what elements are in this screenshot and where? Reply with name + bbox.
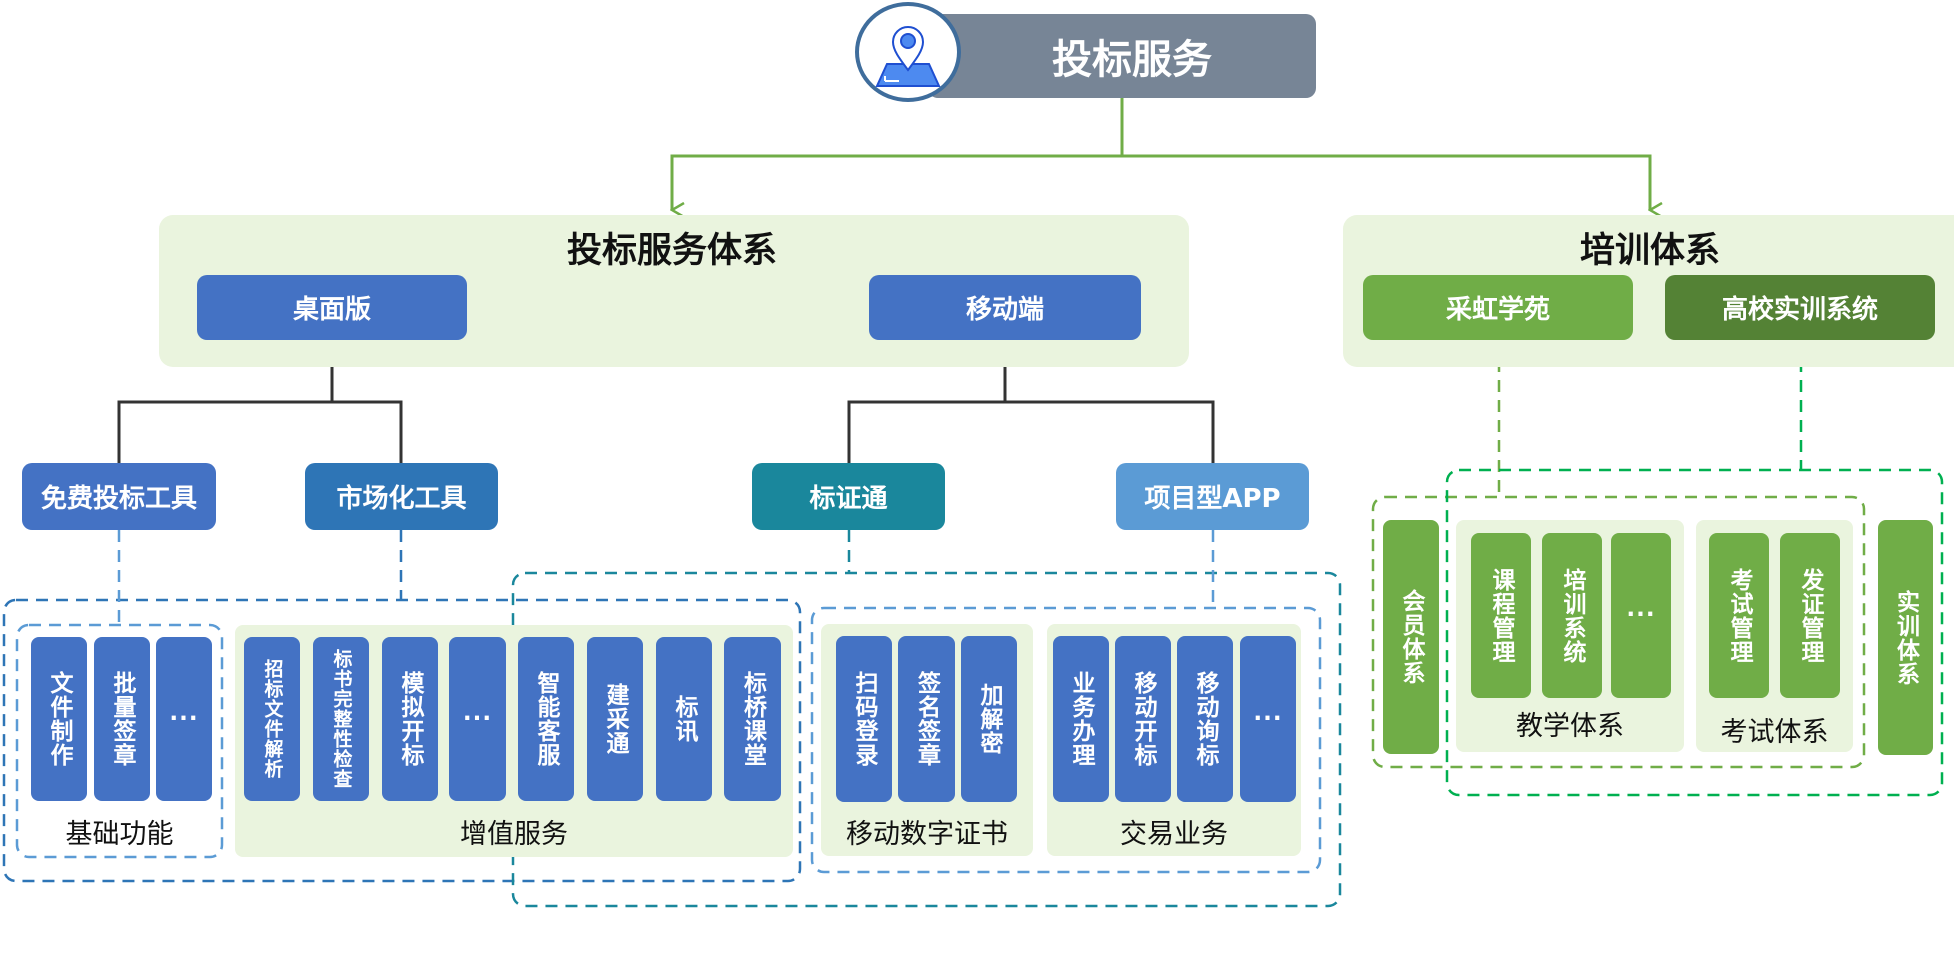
value-added-item[interactable]: 建采通	[587, 637, 643, 801]
root-connector	[672, 98, 1124, 210]
basic-item[interactable]: 文件制作	[31, 637, 87, 801]
root-title-bar: 投标服务	[928, 14, 1316, 98]
university-group-border	[1445, 468, 1944, 797]
map-location-pin-icon	[855, 2, 961, 102]
mobile-cert-item[interactable]: 扫码登录	[836, 636, 892, 802]
caihong-node[interactable]: 采虹学苑	[1363, 275, 1633, 340]
basic-functions-group-border	[15, 623, 224, 859]
value-added-item[interactable]: 标桥课堂	[724, 637, 781, 801]
value-added-item[interactable]: 标讯	[656, 637, 712, 801]
value-added-item[interactable]: 模拟开标	[382, 637, 438, 801]
value-added-item[interactable]: 标书完整性检查	[313, 637, 369, 801]
training-system-title: 培训体系	[1579, 231, 1720, 271]
exam-item[interactable]: 考试管理	[1709, 533, 1769, 698]
value-added-item[interactable]: ···	[449, 637, 506, 801]
trading-item[interactable]: 移动询标	[1177, 636, 1233, 802]
exam-label: 考试体系	[1720, 717, 1829, 748]
desktop-node[interactable]: 桌面版	[197, 275, 467, 340]
mobile-cert-item[interactable]: 加解密	[961, 636, 1017, 802]
project-app-group-border	[810, 606, 1322, 874]
project-app-node[interactable]: 项目型APP	[1116, 463, 1309, 530]
trading-item[interactable]: 移动开标	[1115, 636, 1171, 802]
mobile-node[interactable]: 移动端	[869, 275, 1141, 340]
basic-item[interactable]: 批量签章	[94, 637, 150, 801]
basic-item[interactable]: ···	[156, 637, 212, 801]
teaching-item[interactable]: 培训系统	[1542, 533, 1602, 698]
exam-item[interactable]: 发证管理	[1780, 533, 1840, 698]
bid-system-title: 投标服务体系	[566, 231, 777, 271]
university-node[interactable]: 高校实训系统	[1665, 275, 1935, 340]
root-title: 投标服务	[1052, 37, 1212, 83]
caihong-group-border	[1371, 495, 1866, 769]
mobile-cert-item[interactable]: 签名签章	[898, 636, 955, 802]
practice-system[interactable]: 实训体系	[1878, 520, 1933, 755]
member-system[interactable]: 会员体系	[1383, 520, 1439, 754]
value-added-label: 增值服务	[460, 819, 568, 850]
root-connector-right	[1122, 154, 1650, 210]
value-added-item[interactable]: 招标文件解析	[244, 637, 300, 801]
value-added-item[interactable]: 智能客服	[518, 637, 574, 801]
basic-functions-label: 基础功能	[65, 819, 174, 850]
market-tools-node[interactable]: 市场化工具	[305, 463, 498, 530]
mobile-cert-label: 移动数字证书	[846, 819, 1008, 850]
free-tools-node[interactable]: 免费投标工具	[22, 463, 216, 530]
bzt-node[interactable]: 标证通	[752, 463, 945, 530]
teaching-label: 教学体系	[1516, 711, 1624, 742]
teaching-item[interactable]: ···	[1611, 533, 1671, 698]
teaching-item[interactable]: 课程管理	[1471, 533, 1531, 698]
trading-label: 交易业务	[1120, 819, 1228, 850]
trading-item[interactable]: ···	[1240, 636, 1296, 802]
trading-item[interactable]: 业务办理	[1053, 636, 1109, 802]
